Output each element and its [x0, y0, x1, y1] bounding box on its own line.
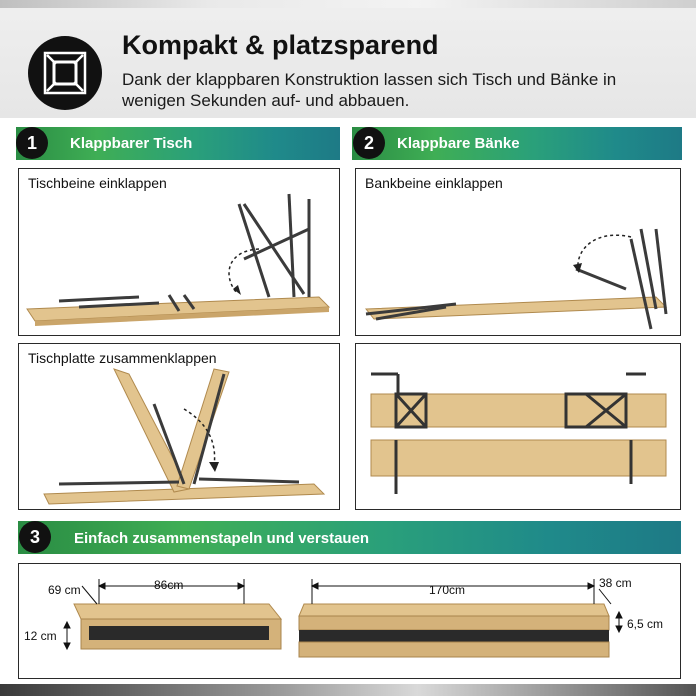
header: Kompakt & platzsparend Dank der klappbar… [0, 0, 696, 118]
section-1-number: 1 [16, 127, 48, 159]
compact-arrows-icon [28, 36, 102, 110]
page-title: Kompakt & platzsparend [122, 30, 439, 60]
panel-table-legs: Tischbeine einklappen [18, 168, 340, 336]
panel-caption: Bankbeine einklappen [365, 175, 503, 191]
dim-bench-length: 170cm [429, 583, 466, 597]
section-1-label: Klappbarer Tisch [70, 135, 193, 152]
panel-stacked: 69 cm 86cm 12 cm 170cm 38 cm 6,5 cm [18, 563, 681, 679]
header-top-strip [0, 0, 696, 8]
stacked-illustration [63, 579, 623, 658]
table-top-illustration [43, 368, 326, 505]
section-3-bar [18, 521, 681, 554]
bench-legs-illustration [364, 228, 668, 330]
dim-bench-depth: 38 cm [599, 576, 632, 590]
panel-table-top: Tischplatte zusammenklappen [18, 343, 340, 510]
section-3-number: 3 [19, 521, 51, 553]
benches-folded-illustration [370, 372, 667, 494]
section-3-label: Einfach zusammenstapeln und verstauen [74, 530, 370, 547]
page-description: Dank der klappbaren Konstruktion lassen … [122, 70, 617, 110]
dim-bench-height: 6,5 cm [627, 617, 664, 631]
section-1-bar [16, 127, 340, 160]
section-2-label: Klappbare Bänke [397, 135, 520, 152]
panel-bench-legs: Bankbeine einklappen [355, 168, 681, 336]
panel-caption: Tischbeine einklappen [28, 175, 167, 191]
dim-table-depth: 69 cm [48, 583, 81, 597]
table-legs-illustration [26, 193, 331, 326]
dim-table-width: 86cm [154, 578, 184, 592]
panel-caption: Tischplatte zusammenklappen [28, 350, 217, 366]
section-2-bar [352, 127, 682, 160]
section-2-number: 2 [353, 127, 385, 159]
dim-table-height: 12 cm [24, 629, 57, 643]
panel-benches-folded [355, 343, 681, 510]
bottom-strip [0, 684, 696, 696]
